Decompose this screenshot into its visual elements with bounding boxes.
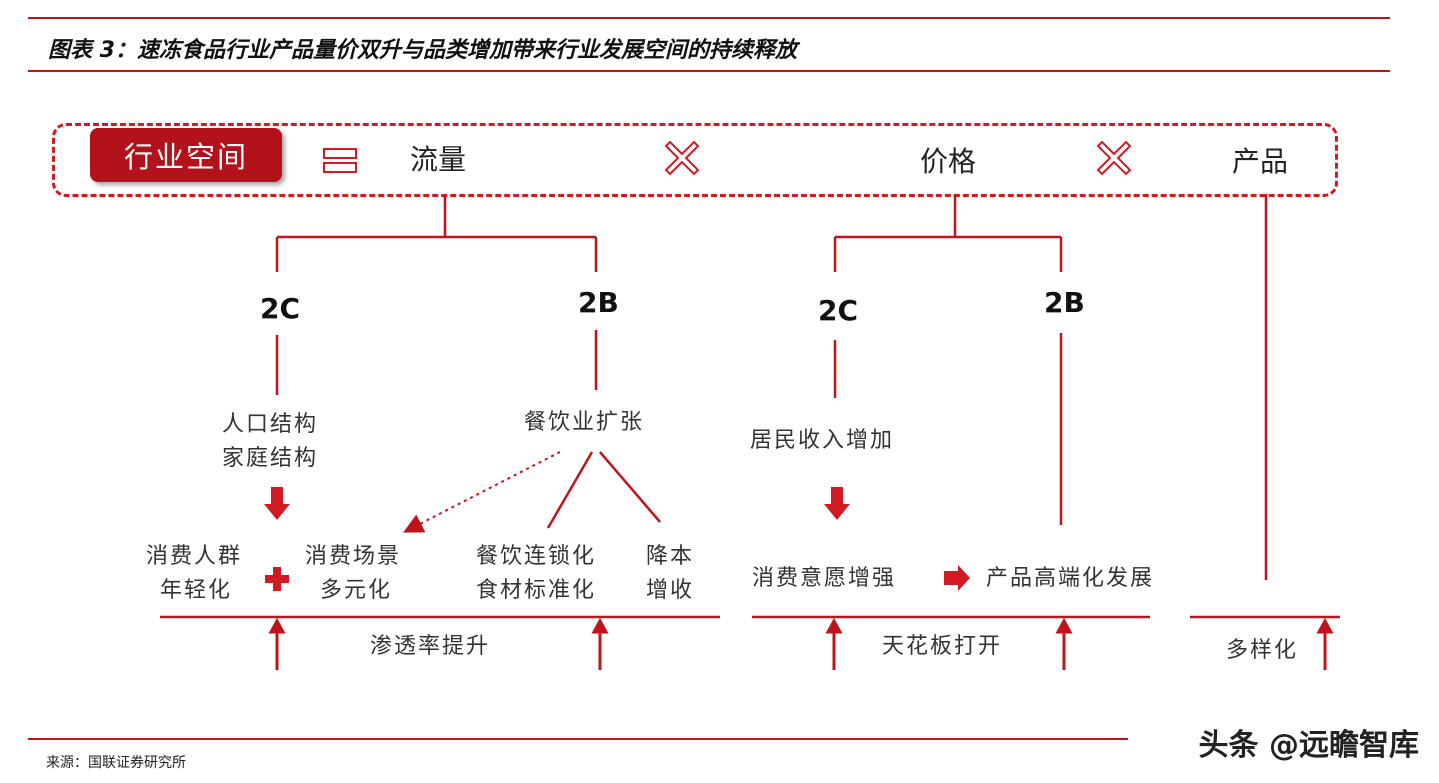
equals-icon [323, 148, 357, 173]
consumption-will-text: 消费意愿增强 [752, 566, 897, 591]
top-rule [28, 17, 1390, 19]
industry-space-pill: 行业空间 [90, 128, 282, 182]
source-note: 来源：国联证券研究所 [46, 755, 186, 771]
price-2b-label: 2B [1044, 286, 1085, 319]
penetration-rise-text: 渗透率提升 [370, 634, 491, 659]
multiply-icon [664, 140, 700, 176]
product-label: 产品 [1232, 145, 1289, 178]
restaurant-expansion-text: 餐饮业扩张 [524, 410, 645, 435]
cost-reduction-line1: 降本 [646, 544, 695, 569]
flow-2b-label: 2B [578, 286, 619, 319]
price-2c-label: 2C [818, 294, 859, 327]
diversification-text: 多样化 [1226, 638, 1299, 663]
down-arrow-icon [824, 487, 850, 520]
plus-icon [265, 567, 289, 591]
income-increase-text: 居民收入增加 [750, 428, 895, 453]
population-structure-text: 人口结构 [222, 412, 319, 437]
flow-label: 流量 [410, 143, 467, 176]
industry-space-box [52, 123, 1338, 197]
cost-reduction-line2: 增收 [646, 578, 695, 603]
premiumization-text: 产品高端化发展 [986, 566, 1155, 591]
price-label: 价格 [920, 145, 977, 178]
ceiling-open-text: 天花板打开 [882, 634, 1003, 659]
title-rule [28, 70, 1390, 72]
watermark: 头条 @远瞻智库 [1198, 728, 1419, 763]
chain-restaurant-line1: 餐饮连锁化 [476, 544, 597, 569]
right-arrow-icon [944, 565, 970, 591]
young-consumers-line2: 年轻化 [160, 578, 233, 603]
young-consumers-line1: 消费人群 [146, 544, 243, 569]
flow-2c-label: 2C [260, 292, 301, 325]
chain-restaurant-line2: 食材标准化 [476, 578, 597, 603]
footer-rule [28, 738, 1128, 740]
down-arrow-icon [264, 487, 290, 520]
figure-title: 图表 3：速冻食品行业产品量价双升与品类增加带来行业发展空间的持续释放 [48, 38, 797, 63]
multiply-icon [1096, 140, 1132, 176]
diverse-scenes-line2: 多元化 [320, 578, 393, 603]
diverse-scenes-line1: 消费场景 [305, 544, 402, 569]
household-structure-text: 家庭结构 [222, 446, 319, 471]
